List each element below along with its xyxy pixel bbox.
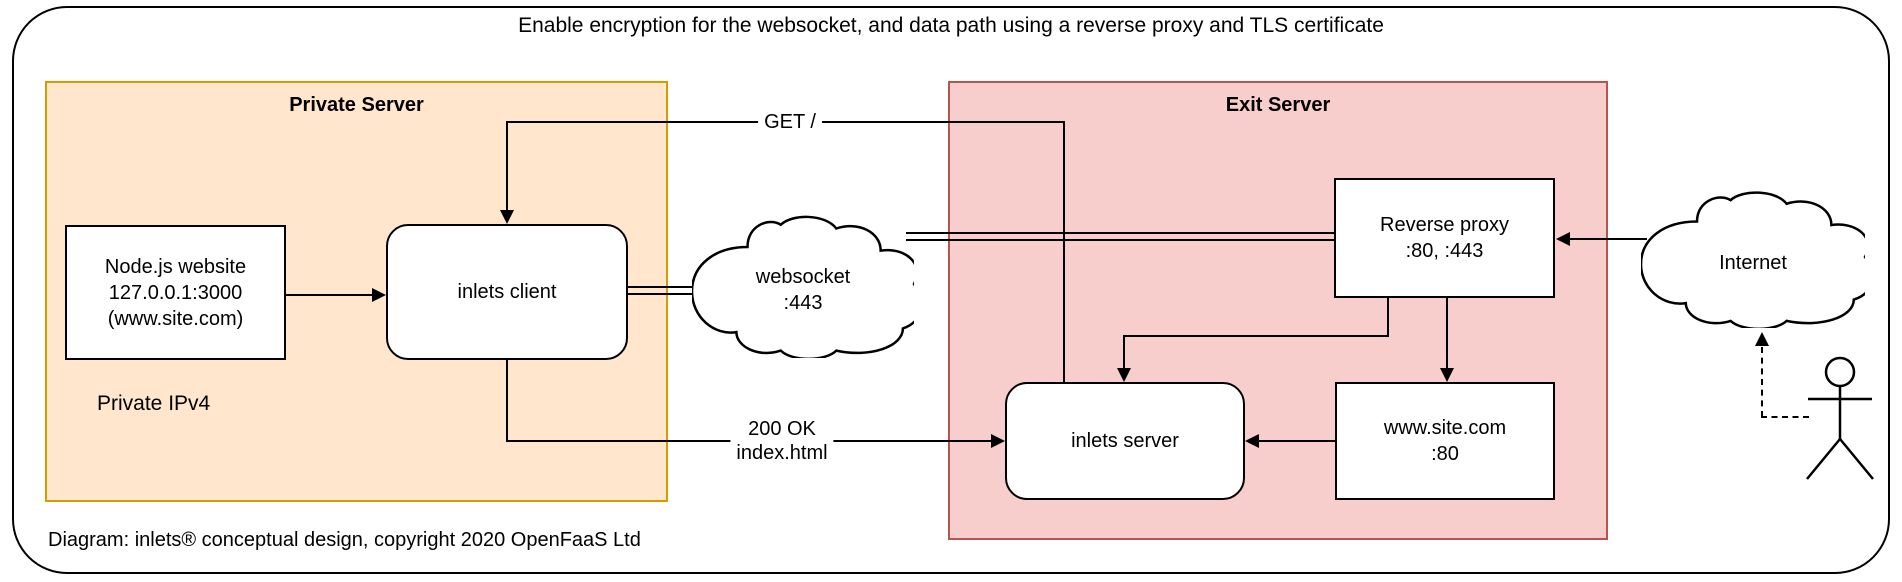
edge-www-to-server: [1259, 440, 1335, 442]
private-server-label: Private Server: [289, 94, 424, 116]
edge-get-vertical-left: [506, 121, 508, 213]
edge-proxy-to-www: [1446, 298, 1448, 370]
diagram-title: Enable encryption for the websocket, and…: [518, 14, 1384, 37]
diagram-outer-border: [12, 6, 1890, 574]
get-edge-label: GET /: [758, 109, 822, 135]
exit-server-label: Exit Server: [1225, 94, 1331, 116]
edge-ok-vertical: [506, 360, 508, 441]
edge-proxy-to-server-seg2: [1123, 335, 1389, 337]
reverse-proxy-box: Reverse proxy :80, :443: [1334, 178, 1555, 298]
cloud-icon: [1641, 186, 1865, 328]
nodejs-website-line3: (www.site.com): [107, 307, 244, 330]
internet-cloud-text: Internet: [1641, 192, 1865, 334]
www-site-box: www.site.com :80: [1335, 382, 1555, 500]
edge-proxy-to-server-seg3: [1123, 335, 1125, 370]
edge-proxy-to-server-seg1: [1387, 298, 1389, 337]
user-actor-icon: [1806, 356, 1874, 480]
ok-edge-label-line2: index.html: [736, 442, 828, 464]
arrowhead-proxy-to-server: [1117, 368, 1131, 382]
www-site-line1: www.site.com: [1383, 417, 1507, 439]
websocket-cloud-line2: :443: [783, 292, 823, 314]
arrowhead-proxy-to-www: [1440, 368, 1454, 382]
internet-cloud-label: Internet: [1719, 252, 1787, 274]
internet-cloud: Internet: [1641, 186, 1865, 328]
arrowhead-internet-to-proxy: [1556, 232, 1570, 246]
inlets-server-box: inlets server: [1005, 382, 1245, 500]
inlets-client-label: inlets client: [457, 281, 557, 303]
www-site-line2: :80: [1431, 443, 1459, 465]
arrowhead-get-into-client: [500, 210, 514, 224]
edge-person-to-internet-h: [1761, 416, 1809, 418]
edge-client-to-wscloud-double: [628, 286, 700, 295]
edge-get-vertical-right: [1063, 121, 1065, 382]
reverse-proxy-line1: Reverse proxy: [1380, 214, 1509, 236]
edge-wscloud-to-proxy-double: [906, 232, 1334, 241]
ok-edge-label-line1: 200 OK: [748, 418, 816, 440]
ok-edge-label: 200 OK index.html: [730, 416, 834, 466]
copyright-text: Diagram: inlets® conceptual design, copy…: [48, 529, 641, 551]
reverse-proxy-line2: :80, :443: [1405, 240, 1484, 262]
nodejs-website-box: Node.js website 127.0.0.1:3000 (www.site…: [65, 225, 286, 360]
nodejs-website-line1: Node.js website: [104, 255, 247, 278]
arrowhead-ok-into-server: [991, 434, 1005, 448]
arrowhead-nodejs-to-client: [372, 288, 386, 302]
websocket-cloud-text: websocket :443: [692, 216, 914, 364]
arrowhead-person-to-internet: [1755, 332, 1769, 346]
arrowhead-www-to-server: [1245, 434, 1259, 448]
cloud-icon: [692, 210, 914, 358]
edge-nodejs-to-client: [286, 294, 374, 296]
websocket-cloud: websocket :443: [692, 210, 914, 358]
inlets-server-label: inlets server: [1071, 430, 1179, 452]
edge-person-to-internet-v: [1761, 347, 1763, 417]
inlets-client-box: inlets client: [386, 224, 628, 360]
websocket-cloud-line1: websocket: [755, 266, 851, 288]
private-ipv4-label: Private IPv4: [97, 392, 211, 415]
edge-internet-to-proxy: [1570, 238, 1647, 240]
nodejs-website-line2: 127.0.0.1:3000: [108, 281, 243, 304]
